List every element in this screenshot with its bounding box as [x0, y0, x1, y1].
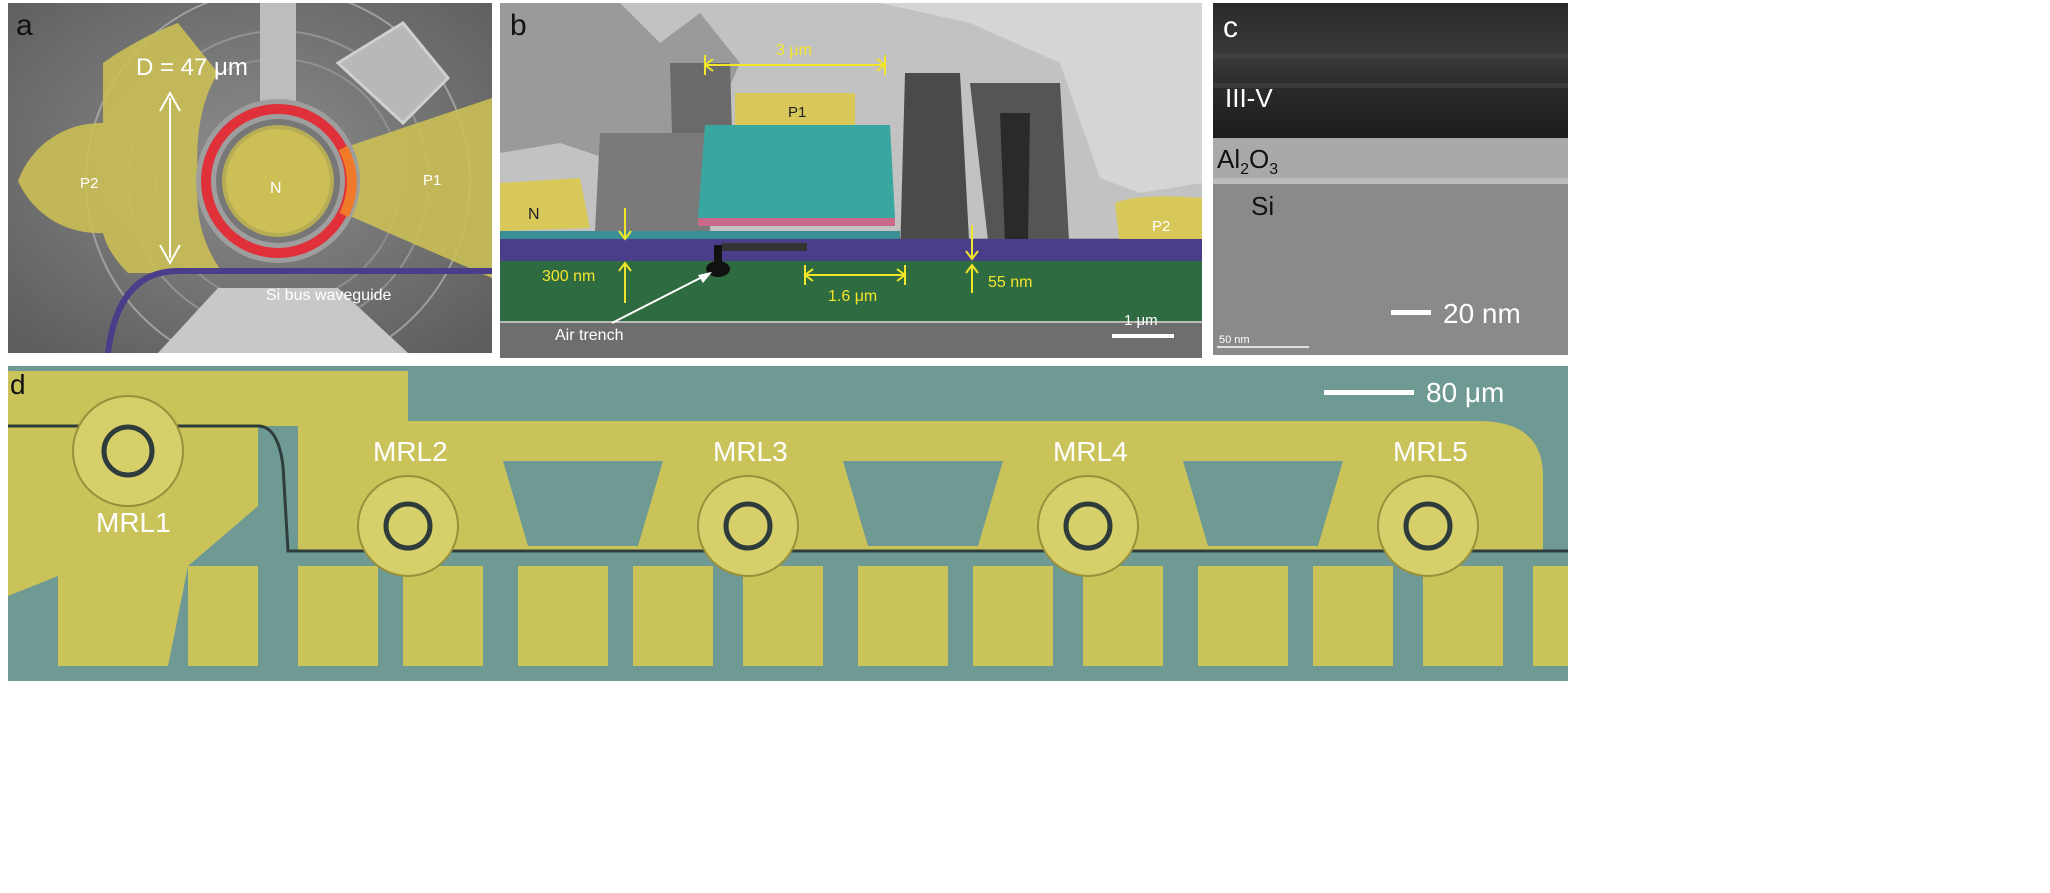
- bus-waveguide: [8, 424, 1568, 553]
- panel-a-image: a D = 47 μm N P2 P1 Si bus waveguide: [8, 3, 492, 353]
- al2o3-label: Al2O3: [1217, 144, 1278, 178]
- mrl3-ring: [697, 475, 799, 577]
- trench-pillar-1: [900, 73, 970, 258]
- mrl5-ring: [1377, 475, 1479, 577]
- top-right-sector: [335, 21, 451, 126]
- gap-label: 55 nm: [988, 274, 1032, 291]
- p1-label: P1: [788, 104, 806, 121]
- al2o3-region: [1213, 138, 1568, 178]
- n-pad: [226, 129, 330, 233]
- panel-b: b 3 μm P1 N P2 300 nm 1.6 μm 55 nm Air t…: [500, 3, 1202, 358]
- mrl5-label: MRL5: [1393, 436, 1468, 467]
- mrl2-ring: [357, 475, 459, 577]
- p2-pad: [18, 23, 223, 273]
- instrument-scale-label: 50 nm: [1219, 334, 1250, 346]
- scale-label: 80 μm: [1426, 377, 1504, 408]
- contact-pads: [8, 416, 1568, 666]
- mrl4-ring: [1037, 475, 1139, 577]
- panel-c: c III-V Al2O3 Si 20 nm 50 nm: [1213, 3, 1568, 355]
- p2-label: P2: [80, 175, 98, 192]
- panel-c-image: c III-V Al2O3 Si 20 nm 50 nm: [1213, 3, 1568, 355]
- bus-waveguide: [105, 268, 492, 353]
- iii-v-region: [1213, 3, 1568, 138]
- diameter-label: D = 47 μm: [136, 54, 248, 81]
- bottom-sector: [158, 288, 408, 353]
- iii-v-label: III-V: [1225, 83, 1273, 113]
- width-mid-label: 1.6 μm: [828, 288, 877, 305]
- waveguide-label: Si bus waveguide: [266, 287, 392, 304]
- mrl4-label: MRL4: [1053, 436, 1128, 467]
- p2-label: P2: [1152, 218, 1170, 235]
- air-trench: [706, 261, 730, 277]
- annotations: [618, 55, 979, 303]
- panel-label-a: a: [16, 9, 33, 42]
- panel-b-image: b 3 μm P1 N P2 300 nm 1.6 μm 55 nm Air t…: [500, 3, 1202, 358]
- scale-label: 1 μm: [1124, 312, 1158, 329]
- n-label: N: [528, 206, 540, 223]
- mrl1-ring: [72, 395, 184, 507]
- iii-v-mesa: [698, 125, 895, 218]
- si-label: Si: [1251, 191, 1274, 221]
- panel-label-b: b: [510, 9, 527, 42]
- panel-d-image: d 80 μm MRL1 MRL2 MRL3 MRL4 MRL5: [8, 366, 1568, 681]
- panel-d: d 80 μm MRL1 MRL2 MRL3 MRL4 MRL5: [8, 366, 1568, 681]
- n-pad: [500, 178, 590, 231]
- thickness-label: 300 nm: [542, 268, 595, 285]
- n-label: N: [270, 180, 282, 197]
- si-region: [1213, 178, 1568, 355]
- p1-pad: [735, 93, 855, 125]
- p1-pad: [343, 98, 492, 278]
- box-layer: [500, 261, 1202, 323]
- width-top-label: 3 μm: [776, 42, 812, 59]
- p2-pad: [1115, 196, 1202, 248]
- orange-ring-segment: [338, 145, 357, 218]
- air-trench-label: Air trench: [555, 327, 623, 344]
- panel-label-c: c: [1223, 11, 1238, 44]
- mrl3-label: MRL3: [713, 436, 788, 467]
- scale-label: 20 nm: [1443, 298, 1521, 329]
- panel-a: a D = 47 μm N P2 P1 Si bus waveguide: [8, 3, 492, 353]
- silicon-layer: [500, 239, 1202, 261]
- p1-label: P1: [423, 172, 441, 189]
- panel-label-d: d: [10, 369, 26, 400]
- mrl2-label: MRL2: [373, 436, 448, 467]
- mrl1-label: MRL1: [96, 507, 171, 538]
